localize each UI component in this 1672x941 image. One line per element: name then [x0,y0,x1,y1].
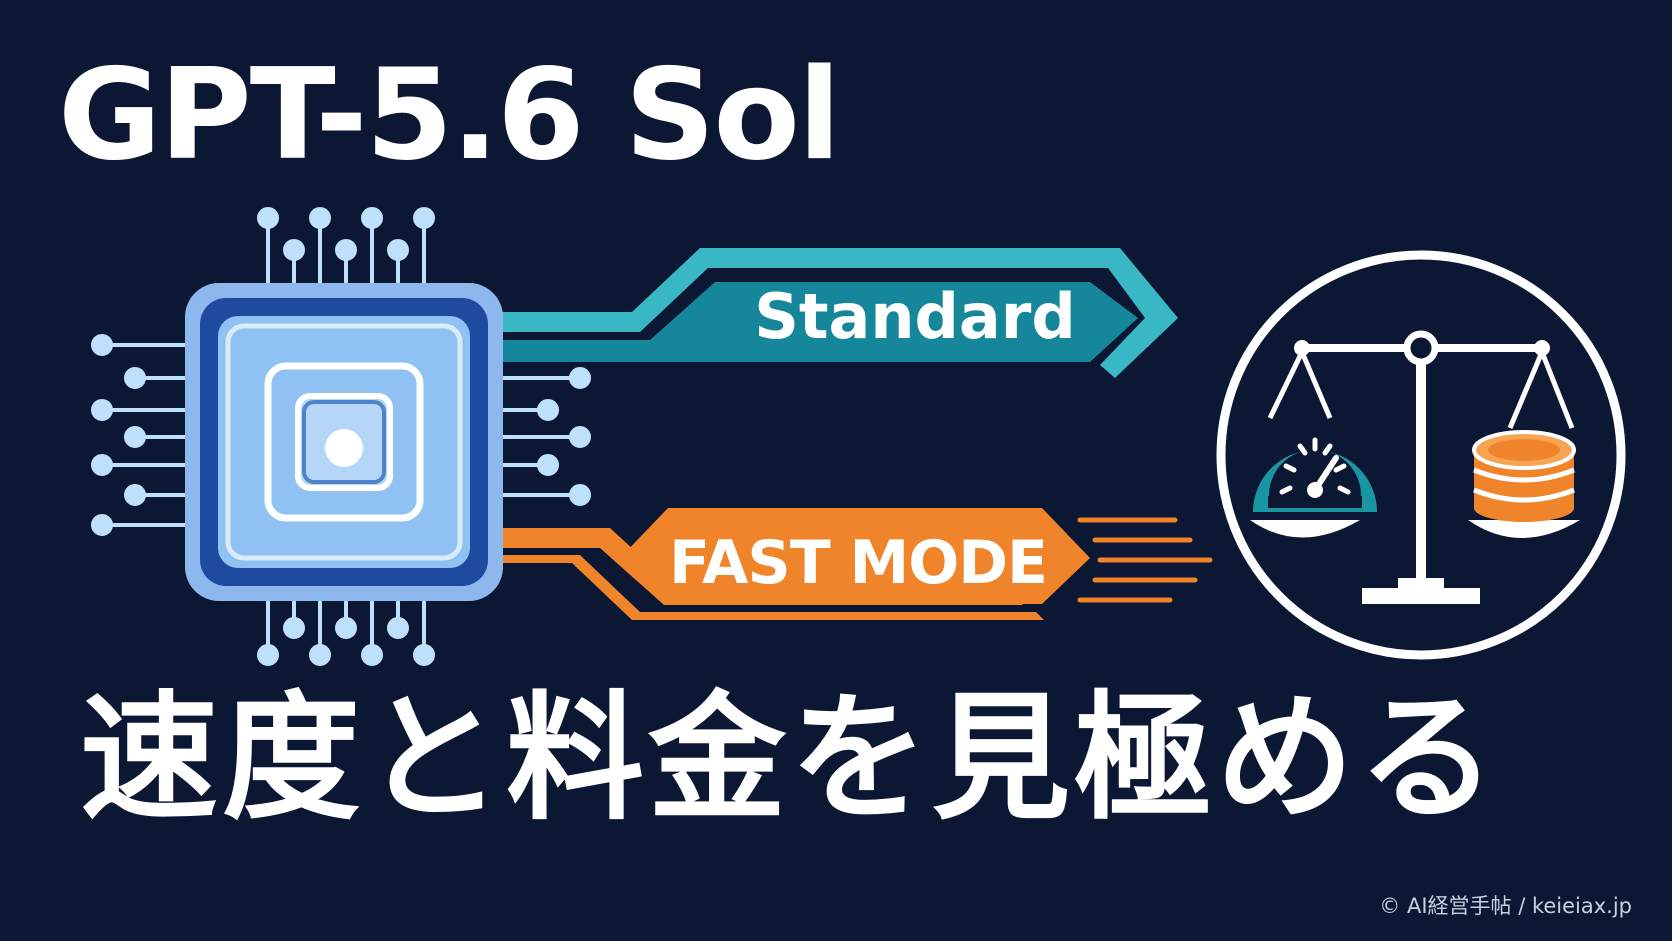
speedometer-icon [1253,437,1377,512]
speed-lines-icon [1077,517,1213,603]
copyright-credit: © AI経営手帖 / keieiax.jp [1379,894,1632,918]
fast-mode-label: FAST MODE [669,528,1047,598]
coin-stack-icon [1472,430,1576,522]
standard-label: Standard [754,280,1075,353]
chip-icon [91,207,591,666]
page-title: GPT-5.6 Sol [58,41,841,188]
subtitle: 速度と料金を見極める [80,678,1501,839]
standard-arrow: Standard [502,248,1178,378]
chip-pins [91,207,591,666]
scale-icon [1216,250,1626,660]
fast-mode-arrow: FAST MODE [502,508,1090,620]
